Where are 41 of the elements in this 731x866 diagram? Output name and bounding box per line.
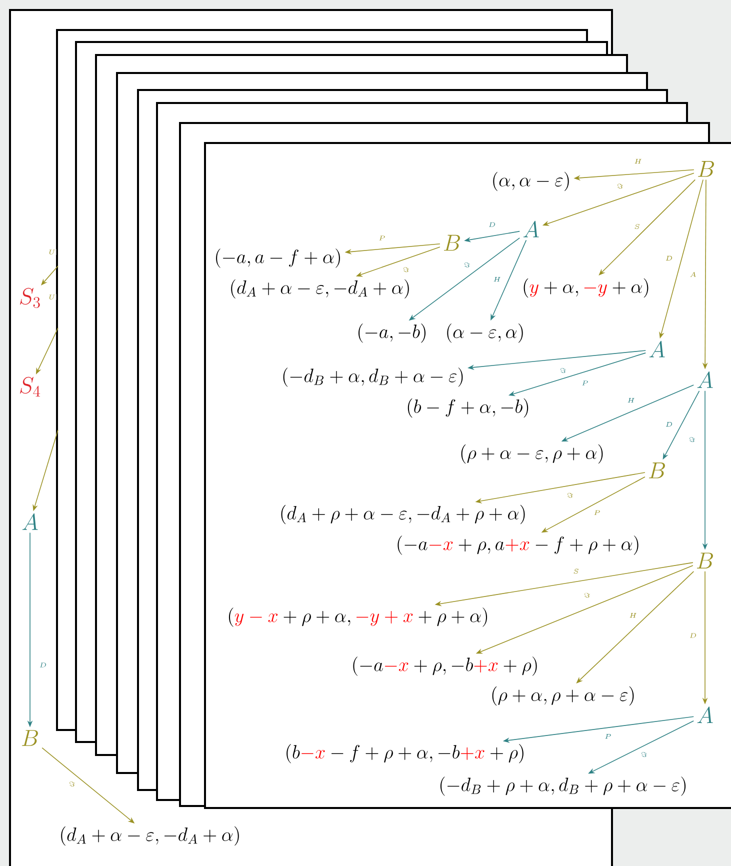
edge-label: $P$: [378, 235, 386, 241]
player-label: $A$: [523, 220, 539, 238]
payoff-label: $(-d_B+\rho+\alpha,d_B+\rho+\alpha-\varepsilon)$: [440, 776, 686, 796]
edge-label: $\Im$: [558, 368, 568, 374]
player-label: $B$: [444, 234, 460, 251]
edge-label: $A$: [688, 272, 698, 278]
edge-label: $D$: [688, 632, 698, 638]
edge-label: $\Im$: [640, 752, 648, 758]
payoff-label: $(b{\color{red}-x}-f+\rho+\alpha,-b{\color{red}+x}+\rho)$: [286, 744, 524, 764]
player-label: $A$: [697, 706, 713, 724]
payoff-label: $(\alpha,\alpha-\varepsilon)$: [493, 172, 569, 191]
player-label: $A$: [22, 513, 38, 530]
payoff-label: $(d_A+\alpha-\varepsilon,-d_A+\alpha)$: [61, 826, 239, 846]
edge-label: $S$: [633, 224, 641, 230]
payoff-label: $(-a{\color{red}-x}+\rho,a{\color{red}+x}-f+\rho+\alpha)$: [398, 536, 638, 555]
payoff-label: $(d_A+\rho+\alpha-\varepsilon,-d_A+\rho+\alpha)$: [281, 504, 525, 524]
edge-label: $U$: [48, 294, 56, 300]
player-label: $S_4$: [20, 376, 40, 397]
player-label: $B$: [698, 161, 714, 177]
player-label: $B$: [648, 462, 665, 478]
payoff-label: $(\rho+\alpha-\varepsilon,\rho+\alpha)$: [461, 444, 603, 464]
player-label: $S_3$: [20, 288, 40, 308]
payoff-label: $(\alpha-\varepsilon,\alpha)$: [447, 324, 523, 343]
payoff-label: $({\color{red}y}+\alpha,{\color{red}-y}+\alpha)$: [524, 278, 648, 298]
payoff-label: $(-a,-b)$: [358, 324, 426, 343]
payoff-label: $(b-f+\alpha,-b)$: [408, 398, 528, 418]
edge-label: $U$: [48, 249, 56, 255]
payoff-label: $(-a,a-f+\alpha)$: [216, 248, 340, 268]
player-label: $B$: [696, 552, 713, 568]
payoff-label: $(d_A+\alpha-\varepsilon,-d_A+\alpha)$: [231, 279, 409, 298]
edge-label: $P$: [580, 380, 590, 386]
player-label: $B$: [22, 730, 38, 746]
edge-label: $\Im$: [68, 781, 76, 787]
player-label: $A$: [697, 372, 713, 388]
player-label: $A$: [649, 340, 665, 358]
payoff-label: $(-d_B+\alpha,d_B+\alpha-\varepsilon)$: [283, 368, 463, 387]
payoff-label: $(-a{\color{red}-x}+\rho,-b{\color{red}+x}+\rho)$: [353, 656, 537, 676]
edge-label: $D$: [38, 662, 48, 668]
edge-label: $D$: [488, 222, 496, 228]
payoff-label: $({\color{red}y-x}+\rho+\alpha,{\color{red}-y+x}+\rho+\alpha)$: [228, 608, 488, 627]
payoff-label: $(\rho+\alpha,\rho+\alpha-\varepsilon)$: [492, 686, 634, 706]
